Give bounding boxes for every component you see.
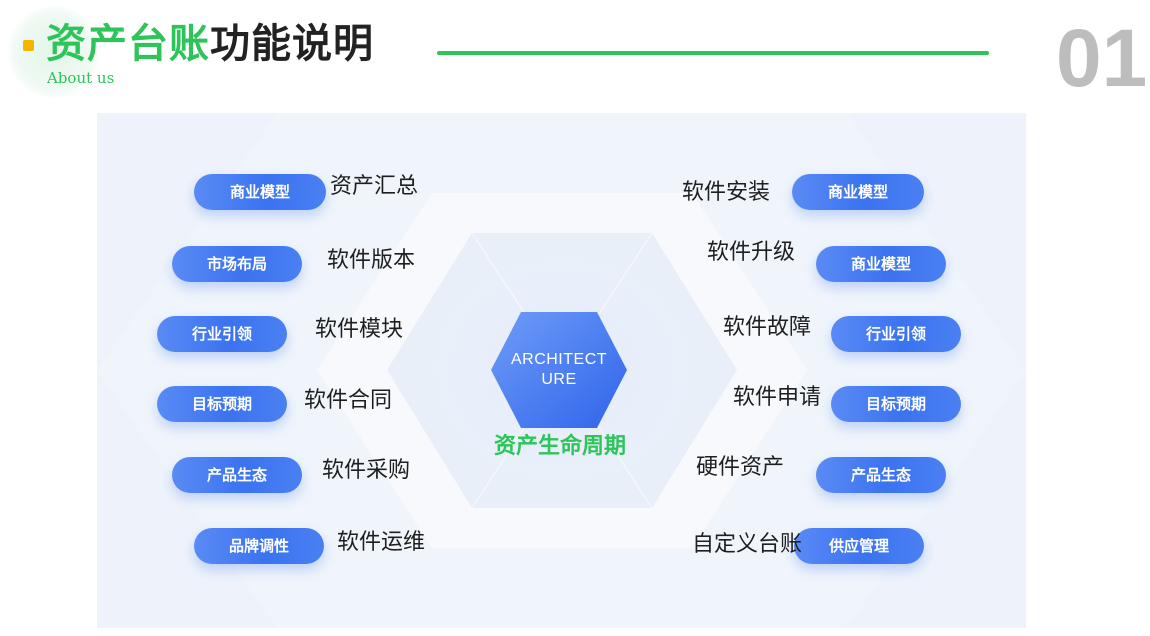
center-label: 资产生命周期	[493, 434, 626, 459]
right-label-1: 软件安装	[682, 180, 771, 205]
left-pill-3: 行业引领	[157, 316, 287, 352]
header-decoration-circle	[8, 6, 100, 98]
left-label-4: 软件合同	[304, 388, 393, 413]
left-pill-6: 品牌调性	[194, 528, 324, 564]
page-title-rest: 功能说明	[210, 21, 374, 67]
left-label-3: 软件模块	[315, 317, 404, 342]
page-title-highlight: 资产台账	[46, 21, 210, 67]
center-hexagon: ARCHITECT URE	[489, 310, 629, 430]
left-label-1: 资产汇总	[330, 174, 419, 199]
center-hexagon-icon	[491, 312, 627, 428]
right-pill-1: 商业模型	[792, 174, 924, 210]
right-label-3: 软件故障	[723, 315, 812, 340]
center-title-line2: URE	[541, 371, 577, 388]
center-title-line1: ARCHITECT	[510, 351, 608, 368]
right-pill-5: 产品生态	[816, 457, 946, 493]
right-pill-6: 供应管理	[794, 528, 924, 564]
page-title: 资产台账功能说明	[46, 16, 374, 72]
page-number: 01	[1056, 13, 1148, 104]
left-label-6: 软件运维	[337, 530, 426, 555]
center-hexagon-text: ARCHITECT URE	[489, 350, 629, 390]
left-label-5: 软件采购	[322, 458, 411, 483]
title-divider-line	[437, 51, 989, 55]
left-pill-1: 商业模型	[194, 174, 326, 210]
right-pill-4: 目标预期	[831, 386, 961, 422]
left-pill-2: 市场布局	[172, 246, 302, 282]
right-label-2: 软件升级	[707, 240, 796, 265]
left-pill-4: 目标预期	[157, 386, 287, 422]
title-bullet-icon	[23, 40, 34, 51]
page-subtitle: About us	[47, 69, 115, 87]
right-label-6: 自定义台账	[692, 532, 803, 557]
right-pill-2: 商业模型	[816, 246, 946, 282]
right-label-4: 软件申请	[733, 385, 822, 410]
right-label-5: 硬件资产	[696, 455, 785, 480]
left-pill-5: 产品生态	[172, 457, 302, 493]
left-label-2: 软件版本	[327, 248, 416, 273]
right-pill-3: 行业引领	[831, 316, 961, 352]
